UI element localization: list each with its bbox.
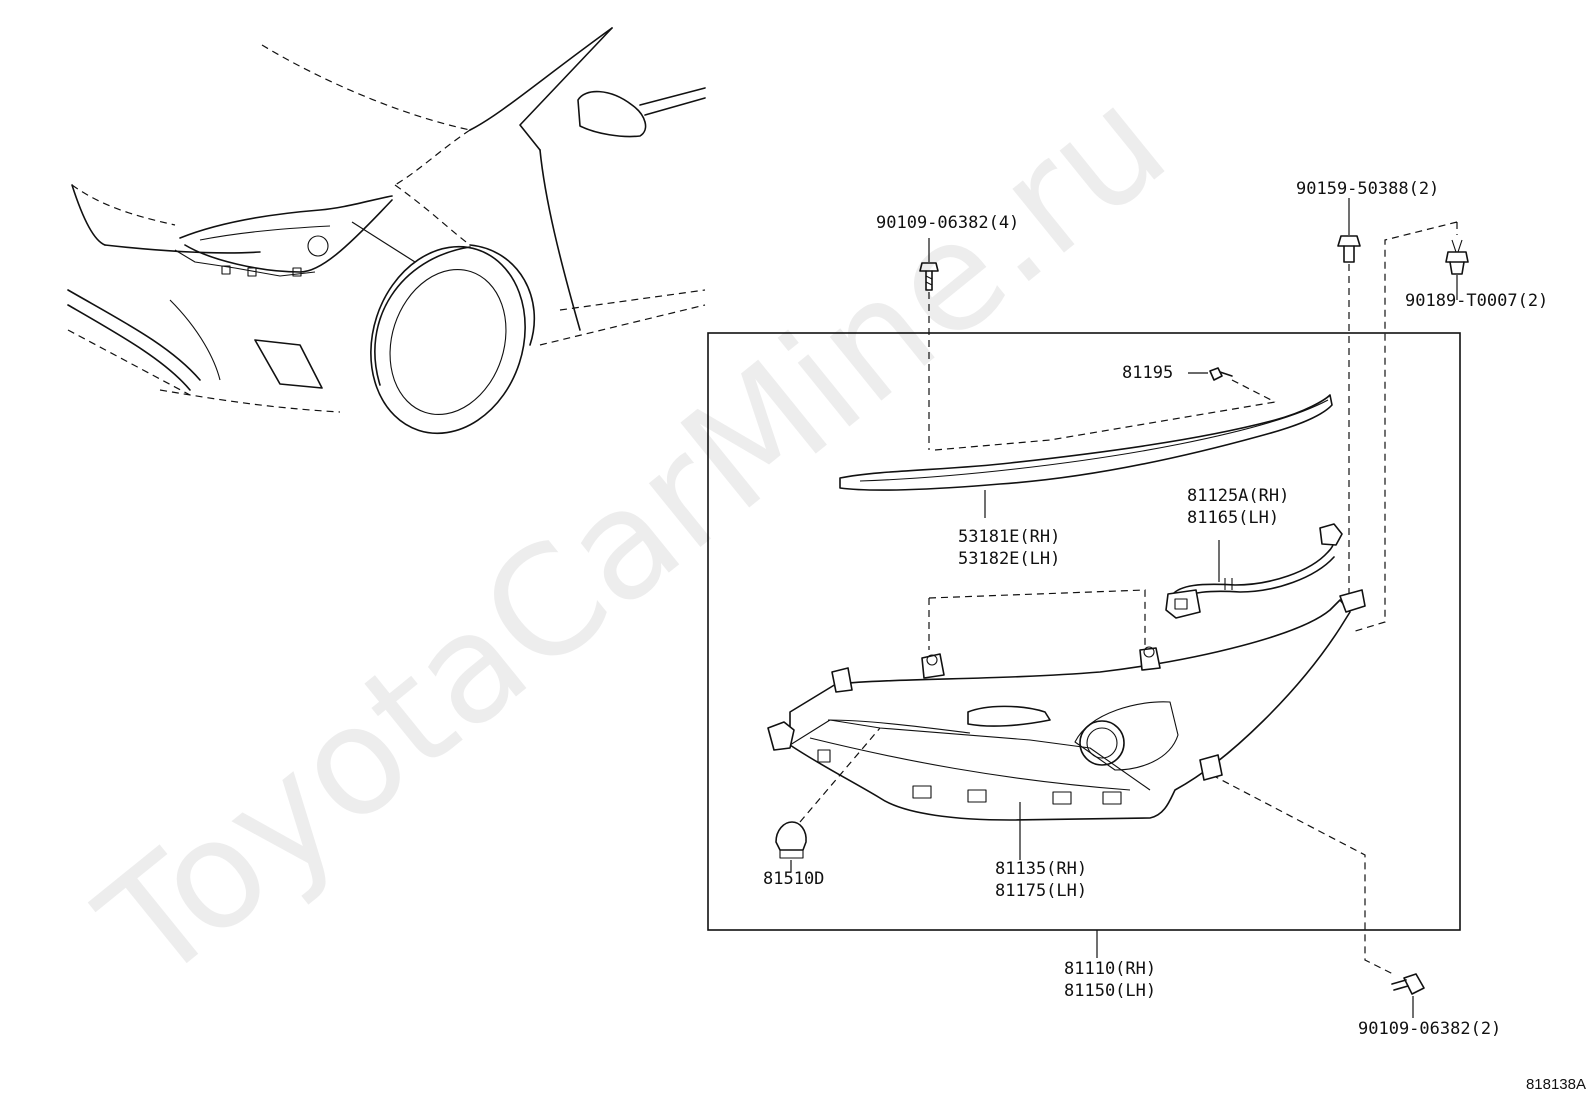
label-garnish-lh: 53182E(LH) bbox=[958, 549, 1061, 569]
headlamp-housing-part bbox=[767, 589, 1366, 821]
label-assembly-lh: 81150(LH) bbox=[1064, 981, 1157, 1001]
label-housing-lh: 81175(LH) bbox=[995, 881, 1088, 901]
label-screw: 81195 bbox=[1122, 363, 1174, 383]
label-assembly-rh: 81110(RH) bbox=[1064, 959, 1157, 979]
label-wire-lh: 81165(LH) bbox=[1187, 508, 1280, 528]
garnish-part bbox=[839, 394, 1333, 491]
label-assembly: 81110(RH) 81150(LH) bbox=[1064, 958, 1156, 1002]
clip-top-right-b-icon bbox=[1445, 239, 1469, 275]
clip-top-right-a-icon bbox=[1337, 235, 1361, 263]
label-clip-top-right-b: 90189-T0007(2) bbox=[1405, 291, 1549, 311]
screw-icon bbox=[1209, 367, 1233, 381]
vehicle-front-view bbox=[67, 27, 706, 435]
diagram-code: 818138A bbox=[1525, 1076, 1586, 1093]
label-clip-bottom: 90109-06382(2) bbox=[1358, 1019, 1502, 1039]
wire-harness-part bbox=[1165, 523, 1343, 619]
label-housing-rh: 81135(RH) bbox=[995, 859, 1088, 879]
label-wire-rh: 81125A(RH) bbox=[1187, 486, 1290, 506]
clip-bottom-icon bbox=[1391, 973, 1425, 995]
label-garnish: 53181E(RH) 53182E(LH) bbox=[958, 526, 1060, 570]
label-wire-harness: 81125A(RH) 81165(LH) bbox=[1187, 485, 1289, 529]
label-bulb: 81510D bbox=[763, 869, 825, 889]
assembly-boundary-box bbox=[707, 332, 1461, 931]
label-garnish-rh: 53181E(RH) bbox=[958, 527, 1061, 547]
label-clip-top-right-a: 90159-50388(2) bbox=[1296, 179, 1440, 199]
bulb-part bbox=[775, 821, 807, 859]
clip-top-left-icon bbox=[919, 262, 939, 291]
label-housing: 81135(RH) 81175(LH) bbox=[995, 858, 1087, 902]
label-clip-top-left: 90109-06382(4) bbox=[876, 213, 1020, 233]
